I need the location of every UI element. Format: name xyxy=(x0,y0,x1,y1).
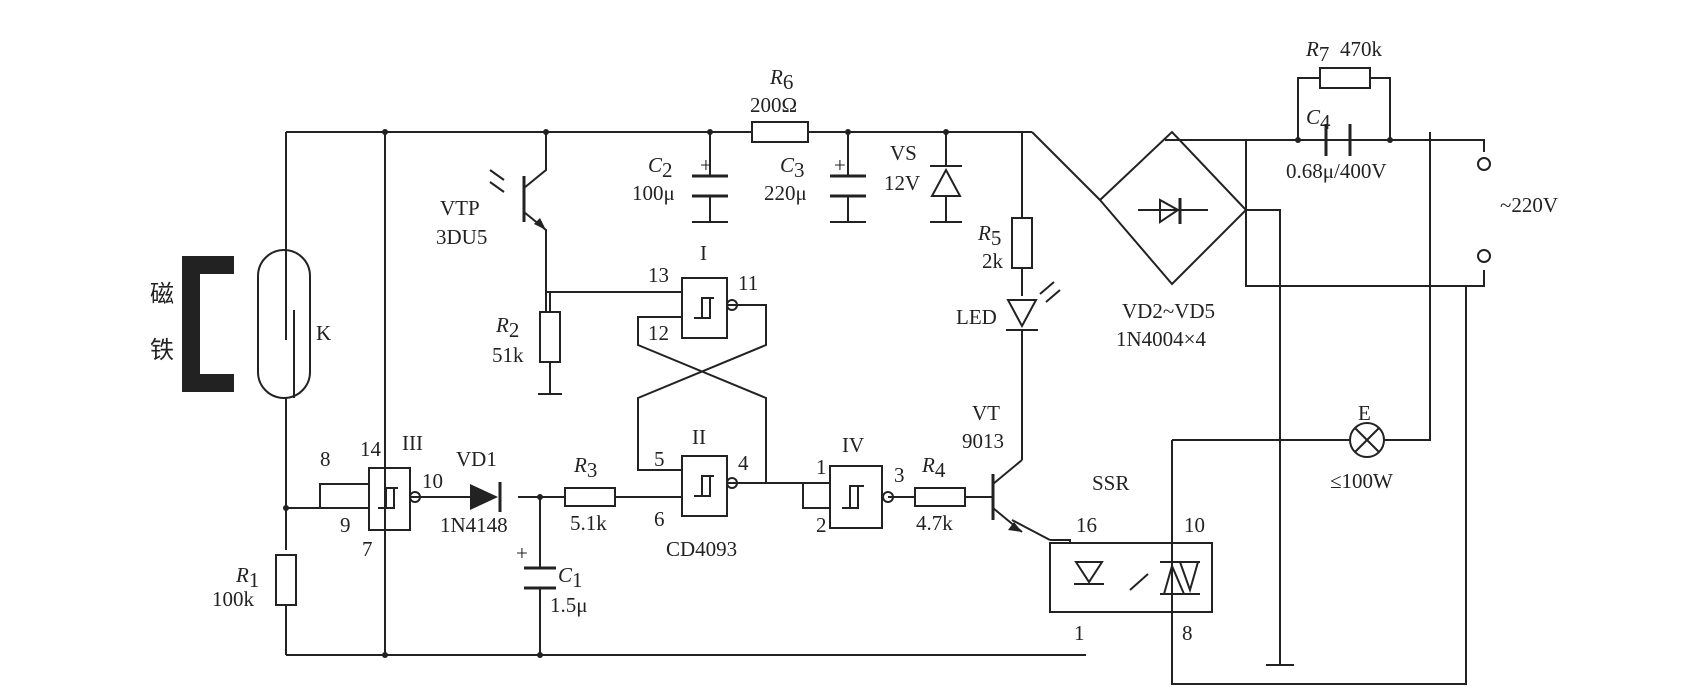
r3-label: R3 xyxy=(573,453,597,482)
bridge-type: 1N4004×4 xyxy=(1116,327,1207,351)
labels: 磁 铁 K R1 100k VTP 3DU5 R2 51k C2 100μ + … xyxy=(150,37,1558,645)
capacitor-c2 xyxy=(692,174,728,223)
vtp-label: VTP xyxy=(440,196,480,220)
gate-iii-pin-8: 8 xyxy=(320,447,331,471)
resistor-r7 xyxy=(1319,67,1371,89)
c4-label: C4 xyxy=(1306,105,1331,134)
bridge-name: VD2~VD5 xyxy=(1122,299,1215,323)
vtp-type: 3DU5 xyxy=(436,225,487,249)
mains-label: ~220V xyxy=(1500,193,1558,217)
lamp-name: E xyxy=(1358,401,1371,425)
transistor-vt xyxy=(991,459,1023,533)
resistor-r3 xyxy=(564,487,616,507)
ssr-name: SSR xyxy=(1092,471,1129,495)
gate-iv-name: IV xyxy=(842,433,864,457)
vd1-type: 1N4148 xyxy=(440,513,508,537)
phototransistor-vtp xyxy=(489,169,546,230)
ssr-pin-16: 16 xyxy=(1076,513,1097,537)
gate-iv xyxy=(829,465,894,529)
resistor-r4 xyxy=(914,487,966,507)
c1-plus: + xyxy=(516,541,528,565)
diode-vd1 xyxy=(470,482,502,512)
gate-i-pin-12: 12 xyxy=(648,321,669,345)
c2-plus: + xyxy=(700,153,712,177)
gate-iii-name: III xyxy=(402,431,423,455)
bridge-rectifier xyxy=(1098,130,1248,286)
ic-label: CD4093 xyxy=(666,537,737,561)
c2-value: 100μ xyxy=(632,181,675,205)
gate-ii xyxy=(681,455,738,517)
magnet-char-2: 铁 xyxy=(150,336,174,364)
c3-plus: + xyxy=(834,153,846,177)
capacitor-c1 xyxy=(524,566,556,590)
c1-value: 1.5μ xyxy=(550,593,588,617)
r7-label: R7 xyxy=(1305,37,1329,66)
vd1-label: VD1 xyxy=(456,447,497,471)
gate-iii xyxy=(368,467,421,531)
gate-ii-pin-4: 4 xyxy=(738,451,749,475)
gate-iii-pin-14: 14 xyxy=(360,437,382,461)
reed-switch-label: K xyxy=(316,321,331,345)
gate-iii-pin-7: 7 xyxy=(362,537,373,561)
zener-diode-vs xyxy=(930,165,962,223)
r2-label: R2 xyxy=(495,313,519,342)
lamp-rating: ≤100W xyxy=(1330,469,1393,493)
r2-value: 51k xyxy=(492,343,524,367)
gate-i xyxy=(681,277,738,339)
gate-iii-pin-10: 10 xyxy=(422,469,443,493)
vt-type: 9013 xyxy=(962,429,1004,453)
r7-value: 470k xyxy=(1340,37,1383,61)
r1-value: 100k xyxy=(212,587,255,611)
gate-iv-pin-3: 3 xyxy=(894,463,905,487)
magnet xyxy=(182,256,234,392)
resistor-r1 xyxy=(275,554,297,606)
r4-label: R4 xyxy=(921,453,946,482)
capacitor-c3 xyxy=(830,174,866,223)
gate-iv-pin-1: 1 xyxy=(816,455,827,479)
ssr-pin-8: 8 xyxy=(1182,621,1193,645)
junctions xyxy=(283,129,1393,658)
gate-ii-pin-6: 6 xyxy=(654,507,665,531)
ssr-pin-1: 1 xyxy=(1074,621,1085,645)
resistor-r5 xyxy=(1011,217,1033,269)
gate-iii-pin-9: 9 xyxy=(340,513,351,537)
vt-name: VT xyxy=(972,401,1000,425)
c4-value: 0.68μ/400V xyxy=(1286,159,1387,183)
c2-label: C2 xyxy=(648,153,673,182)
gate-i-pin-11: 11 xyxy=(738,271,758,295)
magnet-char-1: 磁 xyxy=(150,280,174,308)
led xyxy=(1006,281,1061,331)
r4-value: 4.7k xyxy=(916,511,953,535)
capacitor-c4 xyxy=(1324,124,1352,156)
vs-value: 12V xyxy=(884,171,920,195)
gate-ii-pin-5: 5 xyxy=(654,447,665,471)
r6-label: R6 xyxy=(769,65,793,94)
mains-terminal-top xyxy=(1477,157,1491,171)
c1-label: C1 xyxy=(558,563,583,592)
ssr-pin-10: 10 xyxy=(1184,513,1205,537)
resistor-r2 xyxy=(539,311,561,363)
ssr xyxy=(1049,542,1213,613)
gate-ii-name: II xyxy=(692,425,706,449)
r5-label: R5 xyxy=(977,221,1001,250)
r3-value: 5.1k xyxy=(570,511,607,535)
led-label: LED xyxy=(956,305,997,329)
gate-i-pin-13: 13 xyxy=(648,263,669,287)
r1-label: R1 xyxy=(235,563,259,592)
r6-value: 200Ω xyxy=(750,93,797,117)
gate-i-name: I xyxy=(700,241,707,265)
reed-switch-k xyxy=(257,249,311,399)
gate-iv-pin-2: 2 xyxy=(816,513,827,537)
lamp-e xyxy=(1349,422,1385,458)
mains-terminal-bottom xyxy=(1477,249,1491,263)
r5-value: 2k xyxy=(982,249,1004,273)
vs-label: VS xyxy=(890,141,917,165)
c3-value: 220μ xyxy=(764,181,807,205)
resistor-r6 xyxy=(751,121,809,143)
c3-label: C3 xyxy=(780,153,805,182)
